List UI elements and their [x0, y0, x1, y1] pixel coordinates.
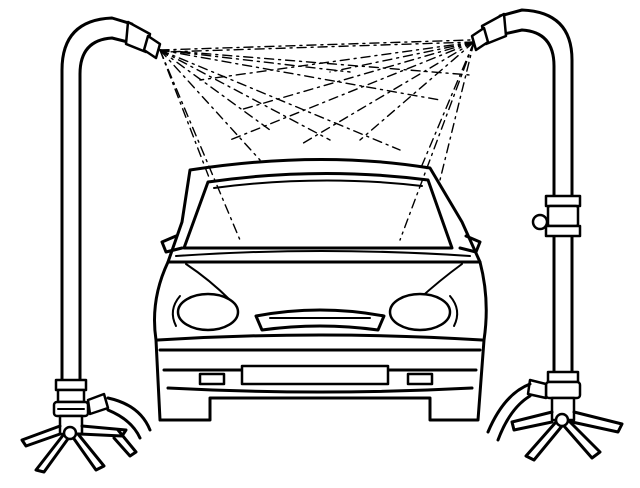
- right-headlight: [388, 292, 452, 332]
- left-spray-arch: [20, 16, 162, 474]
- left-fender-line: [171, 295, 181, 327]
- right-stand-bolt: [554, 412, 570, 428]
- left-leg-front-right: [70, 432, 106, 472]
- spray-line: [159, 49, 271, 131]
- right-mid-valve: [546, 204, 580, 228]
- left-nozzle-tip: [142, 34, 162, 60]
- license-plate: [240, 364, 390, 386]
- car: [153, 158, 488, 422]
- spray-line: [299, 41, 475, 146]
- right-hose-connector: [526, 378, 548, 400]
- left-pipe-inner: [78, 36, 130, 382]
- spray-line: [199, 41, 475, 81]
- spray-line: [359, 41, 475, 141]
- left-hose-connector: [86, 392, 110, 416]
- left-headlight: [176, 292, 240, 332]
- spray-line: [419, 41, 475, 171]
- left-stand-bolt: [62, 425, 78, 441]
- left-leg-right: [78, 424, 128, 438]
- right-leg-right: [570, 410, 624, 434]
- right-pipe-outer: [498, 8, 574, 382]
- right-mirror: [458, 234, 482, 254]
- grille: [254, 308, 386, 332]
- left-leg-front-left: [34, 432, 72, 474]
- right-valve-knob: [531, 213, 549, 231]
- spray-line: [159, 49, 261, 161]
- spray-line: [159, 39, 471, 51]
- left-leg-left: [20, 424, 62, 448]
- right-coupling-1: [546, 370, 580, 384]
- right-spray-arch: [470, 8, 624, 462]
- spray-line: [229, 41, 475, 141]
- bumper-bottom: [166, 386, 474, 394]
- right-fender-line: [449, 295, 459, 327]
- right-mid-coupling-top: [544, 194, 582, 208]
- right-fog-light: [406, 372, 434, 386]
- hood-line: [175, 250, 471, 257]
- right-leg-left: [510, 410, 554, 432]
- spray-line: [159, 49, 351, 73]
- spray-line: [399, 41, 475, 241]
- spray-line: [329, 41, 475, 73]
- left-mirror: [160, 234, 184, 254]
- car-body: [153, 260, 488, 422]
- left-coupling-2: [56, 388, 86, 404]
- spray-pattern: [159, 39, 475, 241]
- spray-line: [439, 41, 475, 181]
- car-cabin: [166, 158, 482, 264]
- left-coupling-1: [54, 378, 88, 392]
- spray-line: [159, 49, 441, 101]
- spray-line: [164, 41, 475, 53]
- left-hose-lower: [106, 408, 142, 440]
- spray-line: [159, 49, 401, 151]
- left-leg-back: [112, 428, 138, 458]
- spray-line: [239, 41, 475, 111]
- left-hose-upper: [106, 396, 152, 432]
- spray-line: [159, 49, 241, 241]
- spray-line: [159, 49, 211, 181]
- right-hose-upper: [486, 382, 532, 434]
- right-hose-lower: [496, 394, 532, 442]
- left-pipe-outer: [60, 16, 134, 382]
- car-windshield: [182, 171, 454, 250]
- right-leg-front-left: [524, 420, 564, 462]
- right-nozzle-tip: [470, 26, 490, 52]
- spray-line: [159, 49, 331, 141]
- right-mid-coupling-bottom: [544, 224, 582, 238]
- left-fog-light: [198, 372, 226, 386]
- spray-line: [159, 49, 471, 76]
- right-leg-front-right: [562, 420, 602, 460]
- right-valve: [544, 380, 582, 400]
- windshield-inner-top: [213, 179, 423, 189]
- bumper-top: [156, 333, 484, 342]
- right-pipe-inner: [502, 28, 556, 382]
